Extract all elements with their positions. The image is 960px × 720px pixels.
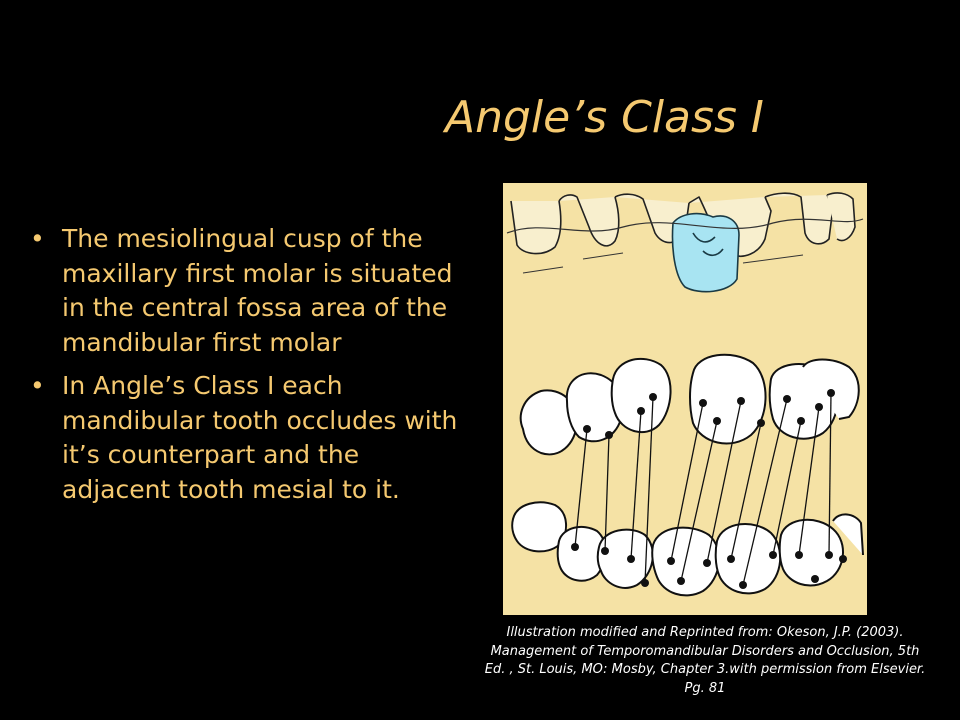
teeth-diagram-icon [506,192,864,597]
bullet-item: • The mesiolingual cusp of the maxillary… [30,222,470,360]
bullet-text: In Angle’s Class I each mandibular tooth… [62,371,458,504]
bullet-dot-icon: • [30,224,45,253]
figure-caption: Illustration modified and Reprinted from… [484,625,926,696]
maxillary-teeth-row [506,192,864,293]
slide-title: Angle’s Class I [445,92,764,143]
bullet-dot-icon: • [30,371,45,400]
maxillary-occlusal-teeth [519,353,860,456]
occlusion-contact-lines [574,392,832,586]
bullet-item: • In Angle’s Class I each mandibular too… [30,369,470,507]
bullet-list: • The mesiolingual cusp of the maxillary… [30,222,470,516]
mandibular-occlusal-teeth [511,501,864,597]
dental-occlusion-illustration [503,183,867,615]
bullet-text: The mesiolingual cusp of the maxillary f… [62,224,453,357]
